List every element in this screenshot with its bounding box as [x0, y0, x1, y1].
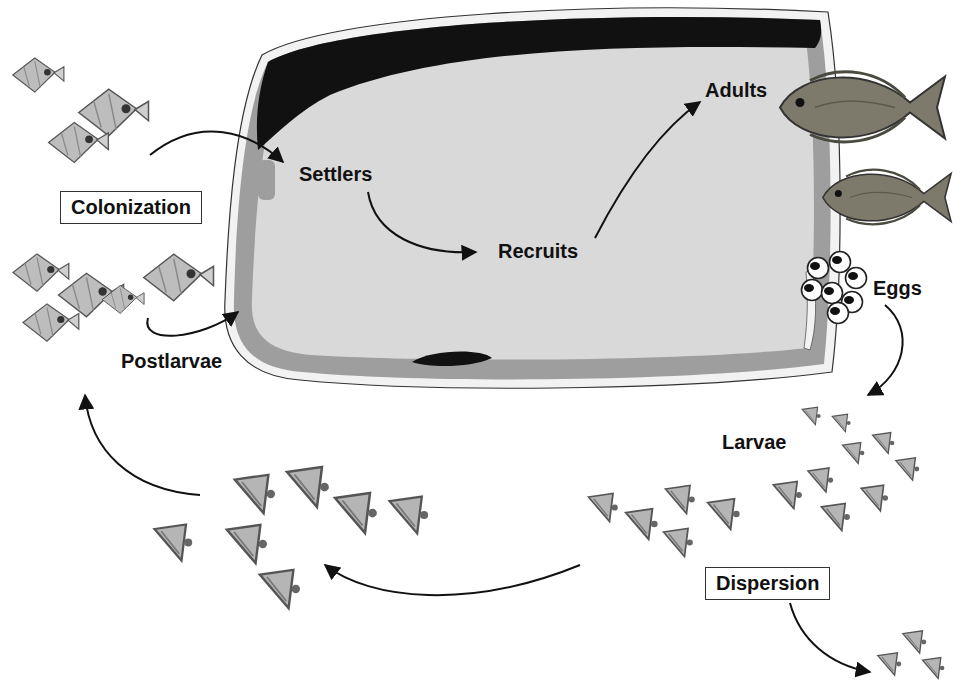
larva [802, 407, 820, 425]
adult-fish [823, 170, 951, 225]
egg [808, 258, 829, 279]
egg [802, 280, 823, 301]
egg [828, 303, 849, 324]
reef-patch [258, 160, 275, 200]
larva [390, 497, 429, 534]
stage-label: Adults [705, 79, 767, 102]
cycle-arrow [368, 192, 476, 252]
cycle-arrow [325, 565, 580, 595]
reef-band [234, 17, 831, 380]
cycle-arrow [868, 305, 903, 395]
larva [773, 481, 801, 508]
larva [861, 485, 888, 511]
larva [843, 443, 865, 464]
larva [708, 499, 740, 529]
larva [903, 631, 926, 653]
larva [227, 525, 267, 563]
postlarva-fish [23, 304, 79, 341]
egg [830, 252, 851, 273]
cycle-arrow [150, 132, 283, 162]
cycle-arrow [147, 312, 238, 336]
larva [335, 493, 377, 533]
larva [664, 529, 693, 557]
larva [832, 414, 850, 432]
postlarva-fish [13, 58, 64, 92]
larva [260, 570, 300, 608]
larva [666, 486, 695, 514]
larva [155, 525, 193, 561]
box-label: Dispersion [716, 572, 819, 594]
cycle-arrow [790, 603, 870, 672]
larva [896, 458, 919, 480]
stage-label: Postlarvae [121, 350, 222, 373]
stage-box: Dispersion [705, 567, 830, 600]
postlarva-fish [144, 254, 214, 301]
postlarva-fish [49, 123, 109, 163]
larva [821, 503, 849, 530]
larva [287, 467, 329, 507]
larva [878, 653, 901, 675]
stage-label: Recruits [498, 240, 578, 263]
box-label: Colonization [71, 196, 191, 218]
cycle-arrow [595, 102, 700, 238]
cycle-arrow [85, 395, 200, 495]
adult-fish [780, 72, 945, 142]
larva [235, 475, 275, 513]
stage-label: Settlers [299, 163, 372, 186]
dark-zone [257, 17, 821, 150]
stage-box: Colonization [60, 191, 202, 224]
postlarva-fish [13, 254, 69, 291]
postlarva-fish [79, 89, 149, 136]
egg [822, 283, 843, 304]
postlarva-fish [102, 286, 144, 314]
larva [808, 468, 833, 492]
dark-zone [412, 352, 492, 366]
larva [626, 509, 658, 539]
reef-outline [225, 8, 840, 388]
larva [589, 494, 618, 522]
egg [846, 268, 867, 289]
stage-label: Larvae [722, 431, 787, 454]
stage-label: Eggs [873, 277, 922, 300]
larva [873, 433, 895, 454]
larva [923, 658, 945, 679]
